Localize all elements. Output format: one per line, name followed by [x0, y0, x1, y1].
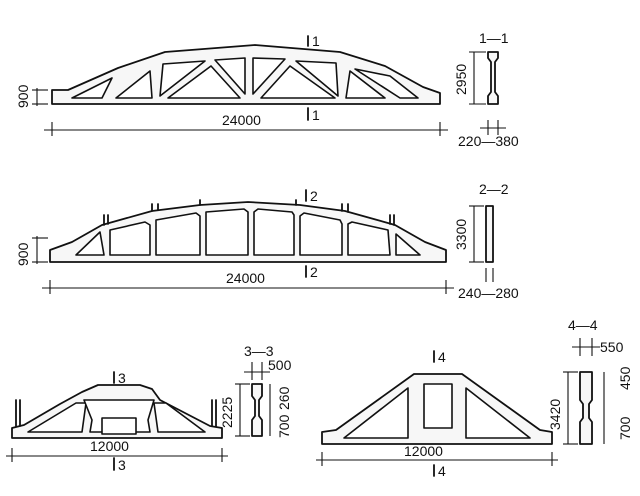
truss-3-section-height: 2225: [219, 397, 235, 428]
truss-1-section-profile: [487, 51, 499, 105]
truss-4-section-dim-bottom: 700: [617, 416, 633, 440]
truss-3-span-dim: 12000: [90, 438, 129, 454]
truss-1-section-title: 1—1: [479, 30, 509, 46]
truss-1-section-height: 2950: [453, 64, 469, 95]
truss-2-section-height: 3300: [453, 219, 469, 250]
truss-3-section-dim-mid: 260: [276, 386, 292, 410]
truss-1-section-width: 220—380: [458, 133, 519, 149]
truss-4-section-dim-top: 550: [600, 339, 624, 355]
truss-3-section-dim-bottom: 700: [276, 414, 292, 438]
truss-2-height-dim: 900: [15, 242, 31, 266]
truss-1-opening: [71, 77, 113, 99]
truss-3-section-dim-top: 500: [268, 357, 292, 373]
truss-1-span-dim: 24000: [222, 112, 261, 128]
truss-2-section-title: 2—2: [479, 181, 509, 197]
truss-2-span-dim: 24000: [226, 270, 265, 286]
truss-1-section-mark-bottom: 1: [312, 107, 320, 123]
truss-4-section-mark-top: 4: [438, 349, 446, 365]
truss-3-section-mark-top: 3: [118, 370, 126, 386]
truss-4-section-dim-mid: 450: [617, 366, 633, 390]
truss-3-section-profile: [251, 383, 263, 437]
truss-2-section-mark-top: 2: [310, 188, 318, 204]
truss-4-section-height: 3420: [547, 399, 563, 430]
truss-4: 4 4 12000 4—4 3420 550 450 700: [316, 317, 633, 479]
truss-2-section-mark-bottom: 2: [310, 264, 318, 280]
truss-3: 3 3 12000 3—3 2225 500 260 700: [6, 343, 292, 473]
truss-4-span-dim: 12000: [404, 443, 443, 459]
truss-3-section-mark-bottom: 3: [118, 457, 126, 473]
truss-2: 2 2 900 24000 2—2 3300 240—280: [15, 181, 519, 301]
truss-4-section-mark-bottom: 4: [438, 463, 446, 479]
truss-1: 1 1 900 24000 1—1 2950 220—380: [15, 30, 519, 149]
truss-2-section-profile: [485, 205, 494, 263]
truss-1-height-dim: 900: [15, 84, 31, 108]
truss-3-section-title: 3—3: [244, 343, 274, 359]
truss-4-section-title: 4—4: [568, 317, 598, 333]
truss-1-section-mark-top: 1: [312, 33, 320, 49]
truss-2-section-width: 240—280: [458, 285, 519, 301]
truss-4-section-profile: [579, 371, 593, 445]
